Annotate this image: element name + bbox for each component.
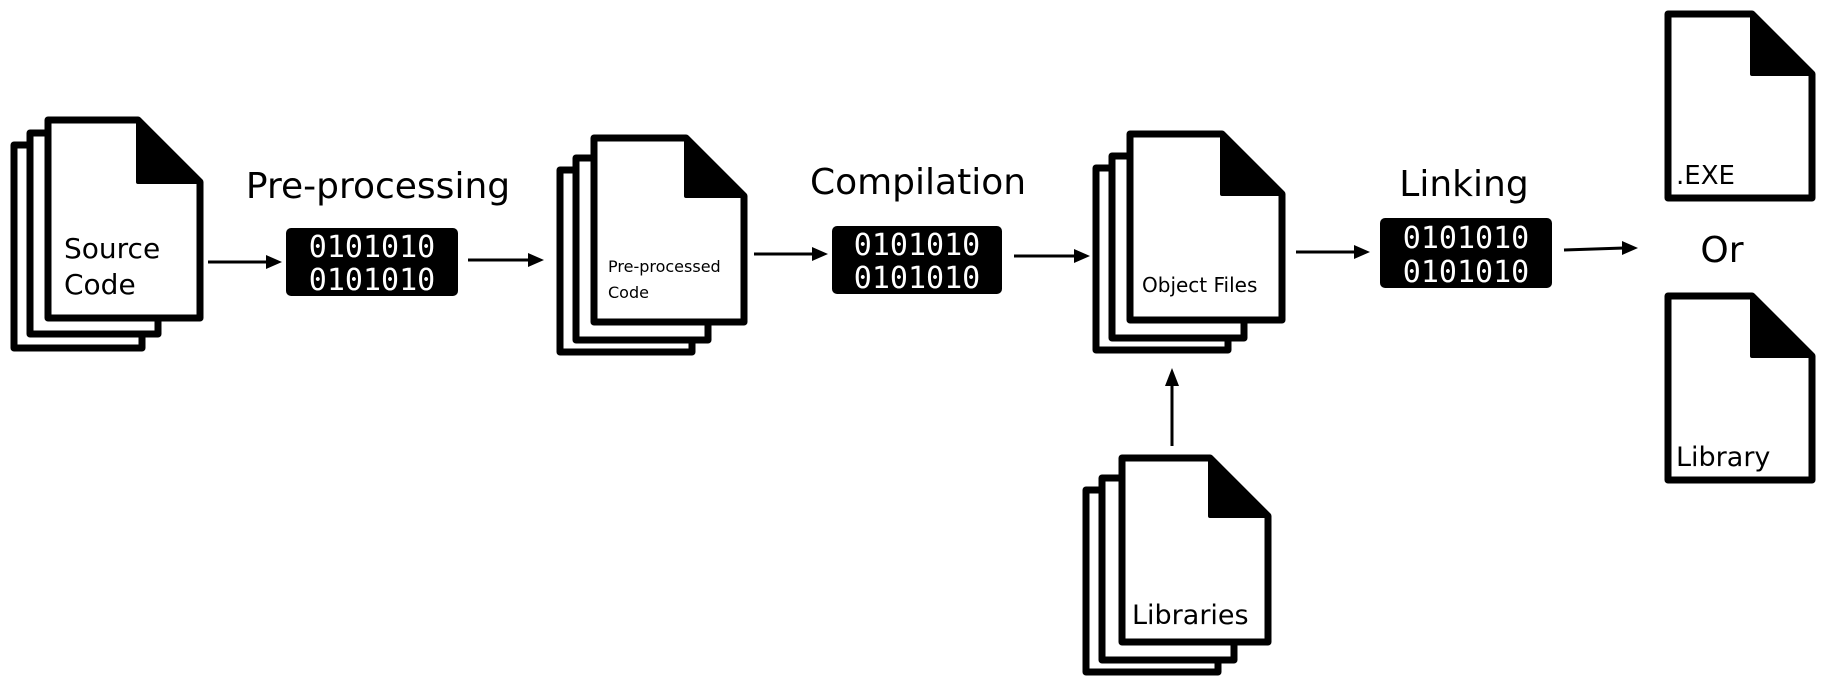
libraries-document-stack-icon: Libraries: [1082, 454, 1272, 676]
exe-document-icon: .EXE: [1664, 10, 1816, 202]
binary-line: 0101010: [1403, 255, 1529, 290]
object-files-document-stack-icon: Object Files: [1092, 130, 1286, 354]
binary-line: 0101010: [309, 263, 435, 298]
libraries-label: Libraries: [1132, 600, 1249, 631]
source-code-document-stack-icon: Source Code: [10, 116, 204, 352]
compilation-binary-icon: 0101010 0101010: [832, 226, 1002, 296]
arrow-icon: [1165, 368, 1179, 446]
arrow-icon: [754, 247, 828, 261]
preprocessing-binary-icon: 0101010 0101010: [286, 228, 458, 298]
arrow-icon: [1563, 241, 1638, 255]
linking-label: Linking: [1399, 164, 1528, 205]
arrow-icon: [208, 255, 282, 269]
arrow-icon: [1014, 249, 1090, 263]
preprocessed-code-document-stack-icon: Pre-processed Code: [556, 134, 748, 356]
library-document-icon: Library: [1664, 292, 1816, 484]
binary-line: 0101010: [1403, 221, 1529, 256]
preprocessing-label: Pre-processing: [246, 166, 510, 207]
arrow-icon: [1296, 245, 1370, 259]
preprocessed-code-label: Pre-processed Code: [608, 257, 726, 302]
linking-binary-icon: 0101010 0101010: [1380, 218, 1552, 290]
compilation-label: Compilation: [810, 162, 1026, 203]
or-label: Or: [1700, 230, 1743, 271]
object-files-label: Object Files: [1142, 273, 1257, 297]
binary-line: 0101010: [854, 228, 980, 263]
source-code-label: Source Code: [64, 232, 169, 301]
binary-line: 0101010: [309, 230, 435, 265]
binary-line: 0101010: [854, 261, 980, 296]
exe-label: .EXE: [1676, 161, 1735, 191]
arrow-icon: [468, 253, 544, 267]
library-label: Library: [1676, 442, 1770, 473]
